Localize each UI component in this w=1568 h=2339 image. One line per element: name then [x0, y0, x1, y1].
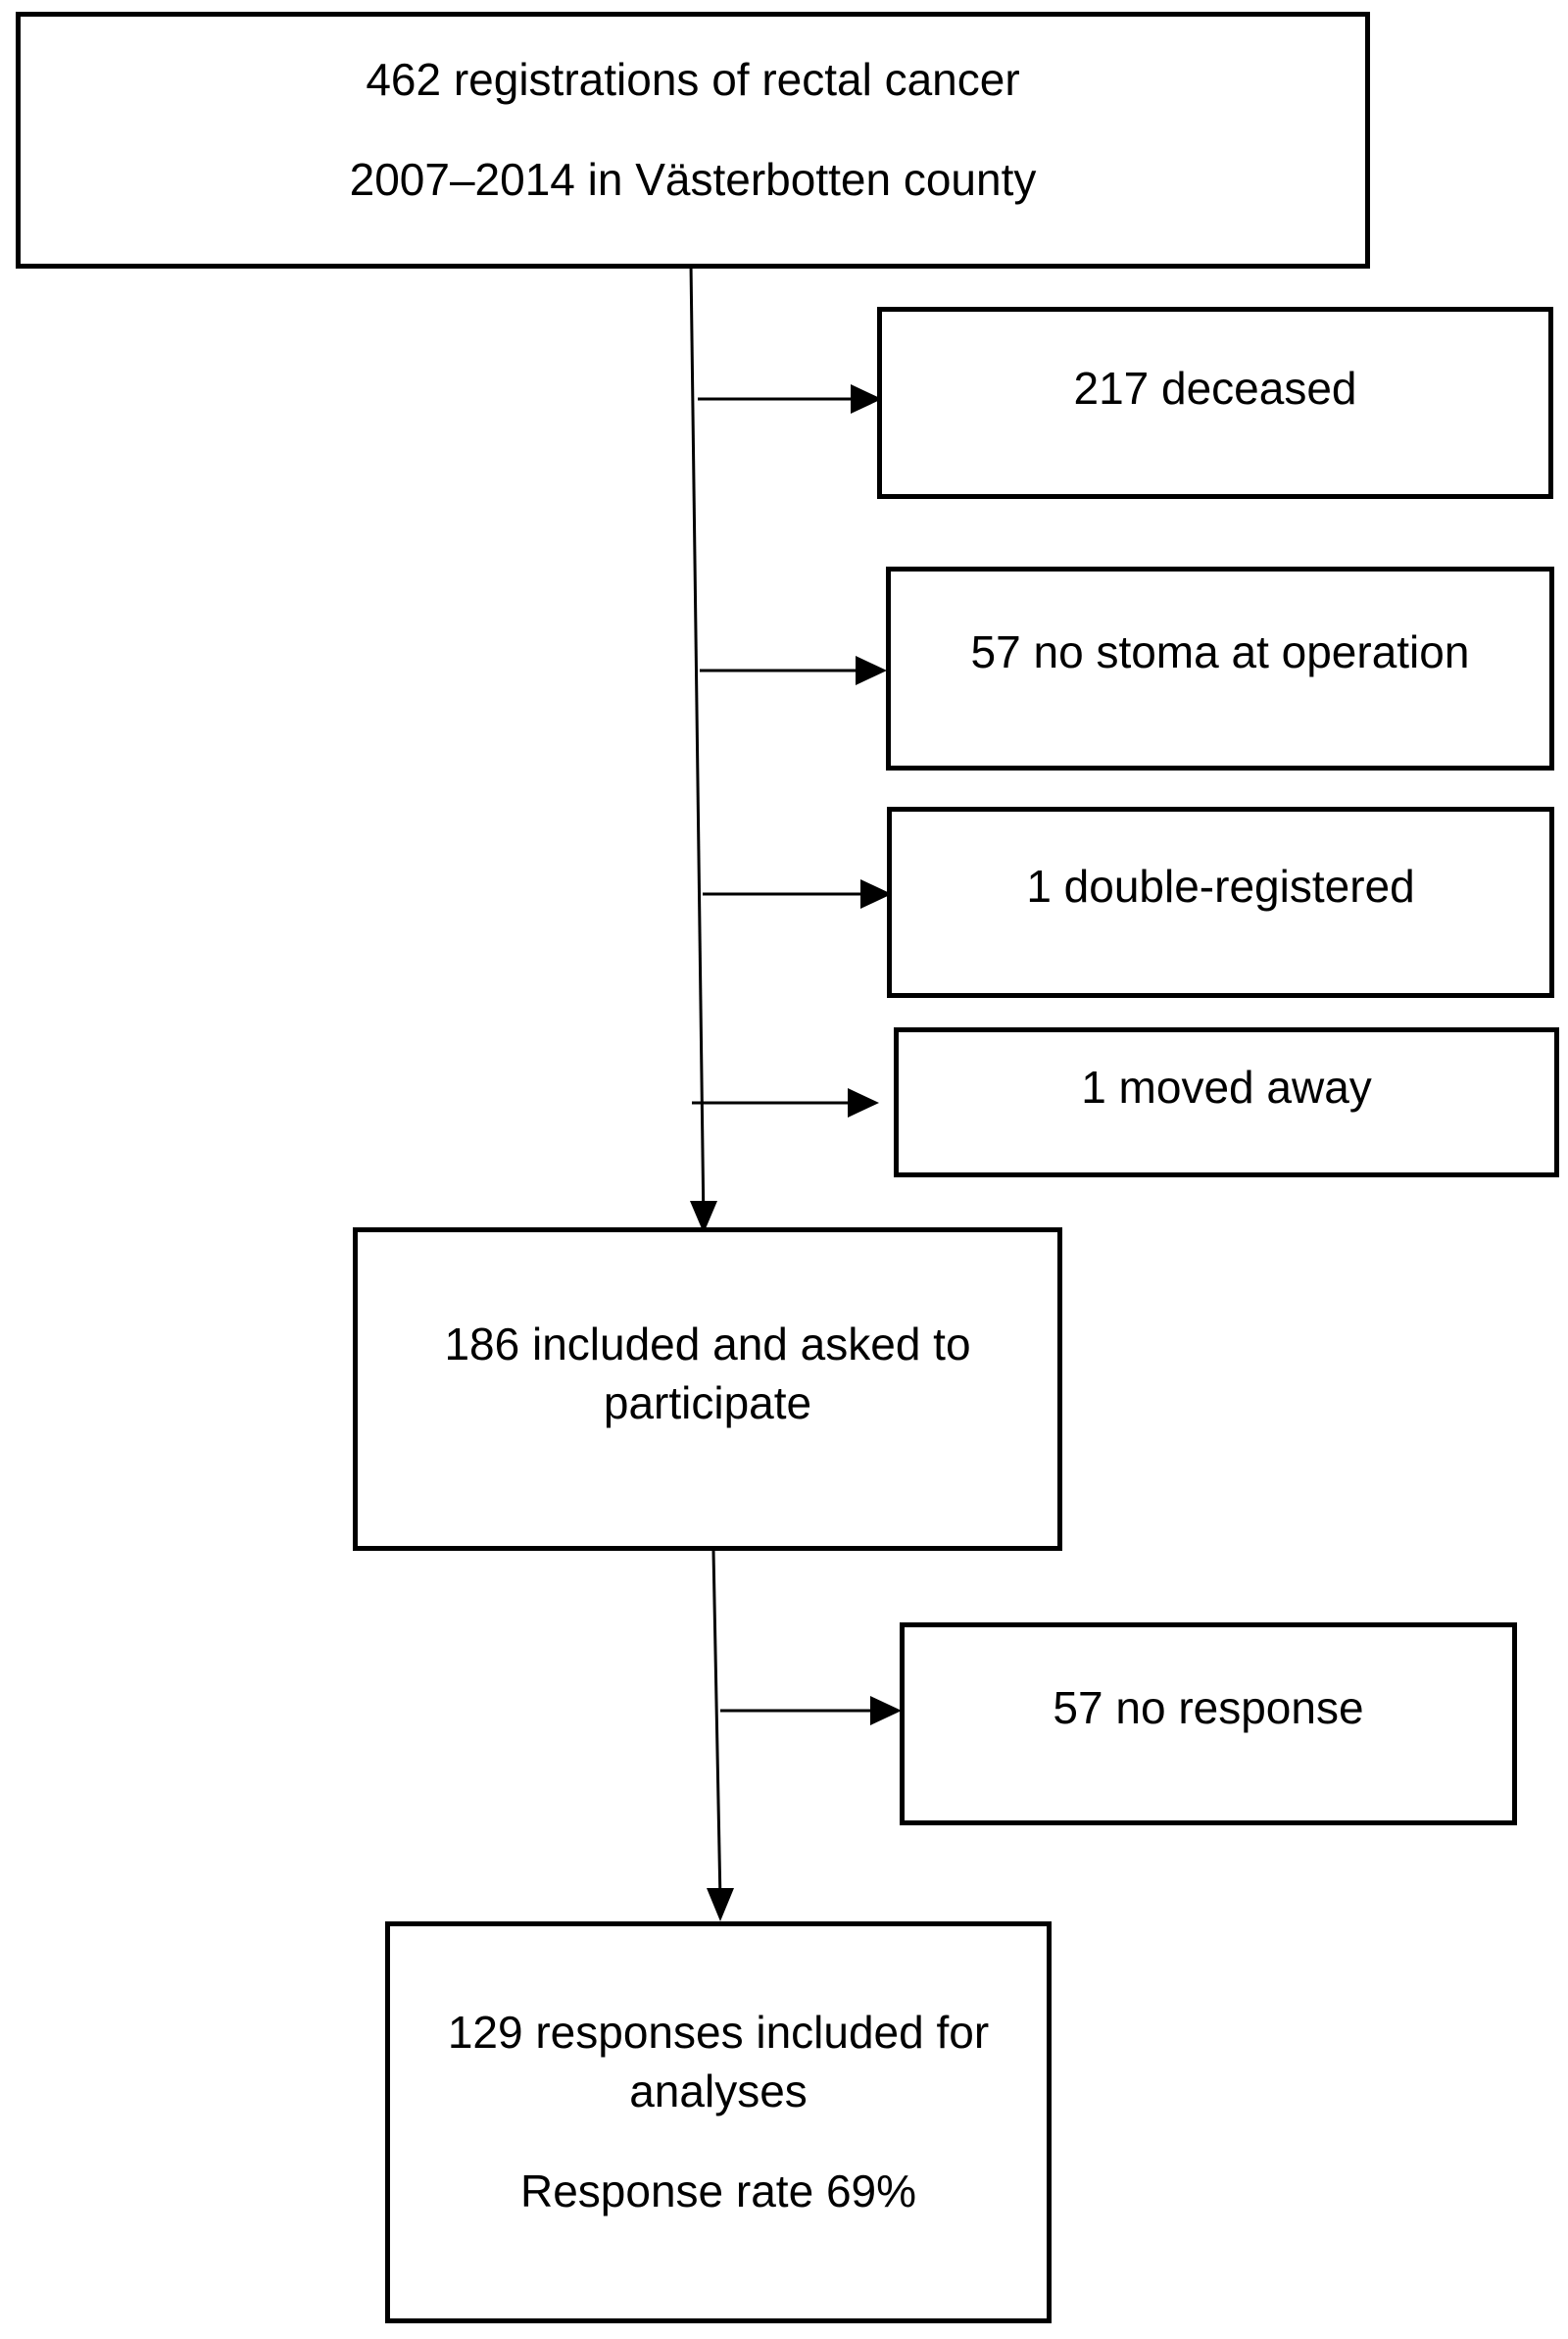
arrow-to-no-response-head — [870, 1696, 902, 1725]
arrow-to-deceased-head — [851, 384, 882, 414]
response-rate: Response rate 69% — [519, 2165, 917, 2216]
no-stoma-box: 57 no stoma at operation — [886, 567, 1554, 771]
main-flow-arrowhead — [690, 1201, 717, 1233]
no-response-text: 57 no response — [1053, 1682, 1364, 1733]
no-response-box: 57 no response — [900, 1622, 1517, 1825]
second-flow-arrow — [711, 1550, 722, 1903]
main-flow-arrow — [689, 262, 706, 1228]
deceased-text: 217 deceased — [1073, 363, 1357, 414]
double-registered-box: 1 double-registered — [887, 807, 1554, 998]
responses-line-1: 129 responses included for — [447, 2007, 990, 2058]
double-registered-text: 1 double-registered — [1026, 861, 1415, 912]
moved-away-text: 1 moved away — [1081, 1062, 1372, 1113]
registrations-line-2: 2007–2014 in Västerbotten county — [349, 154, 1037, 205]
included-line-2: participate — [603, 1377, 812, 1428]
included-line-1: 186 included and asked to — [444, 1319, 971, 1369]
deceased-box: 217 deceased — [877, 307, 1553, 499]
included-box: 186 included and asked to participate — [353, 1227, 1062, 1551]
registrations-line-1: 462 registrations of rectal cancer — [366, 54, 1020, 105]
arrow-to-moved-away-head — [848, 1088, 879, 1118]
moved-away-box: 1 moved away — [894, 1027, 1559, 1177]
responses-box: 129 responses included for analyses Resp… — [385, 1921, 1052, 2323]
registrations-box: 462 registrations of rectal cancer 2007–… — [16, 12, 1370, 269]
arrow-to-double-registered-head — [860, 879, 892, 909]
responses-line-2: analyses — [629, 2065, 808, 2116]
no-stoma-text: 57 no stoma at operation — [970, 626, 1470, 677]
arrow-to-no-stoma-head — [856, 656, 887, 685]
second-flow-arrowhead — [707, 1888, 734, 1921]
